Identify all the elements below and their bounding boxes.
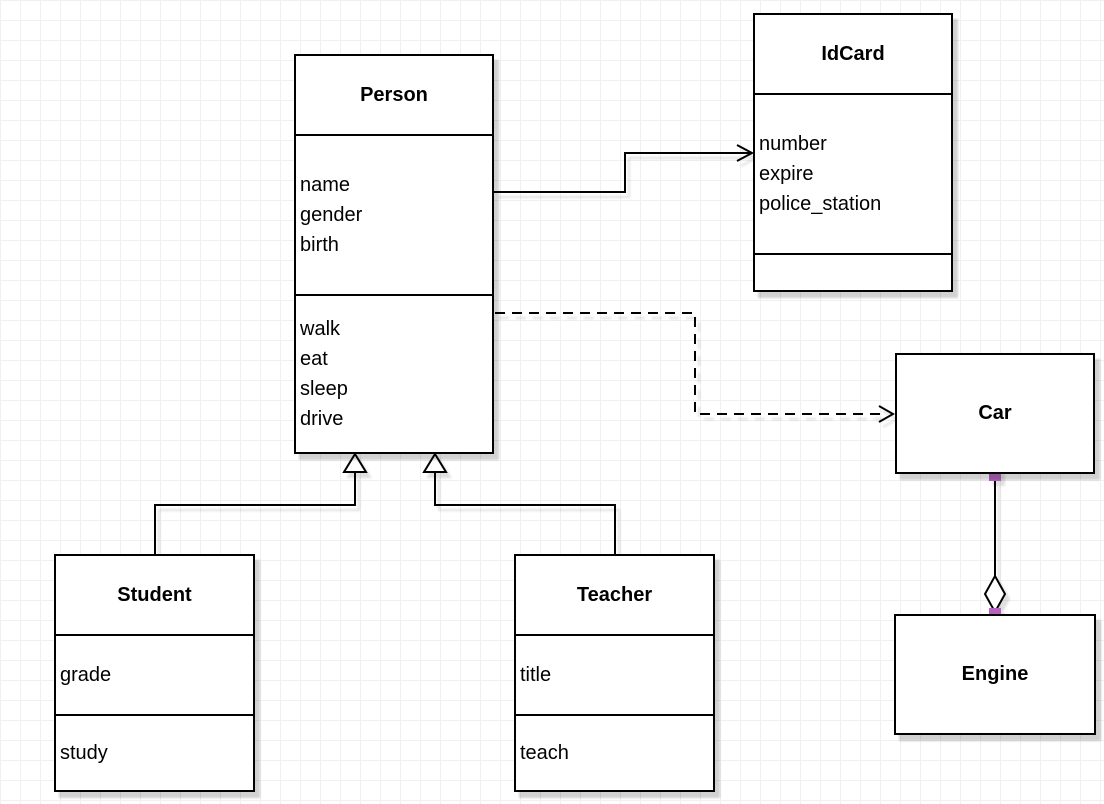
class-idcard[interactable]: IdCard number expire police_station: [753, 13, 953, 292]
class-teacher[interactable]: Teacher title teach: [514, 554, 715, 792]
class-person[interactable]: Person name gender birth walk eat sleep …: [294, 54, 494, 454]
edge-generalization-teacher-person[interactable]: [422, 452, 616, 554]
method: drive: [300, 408, 344, 430]
attribute: birth: [300, 234, 339, 256]
generalization-triangle-icon: [422, 452, 448, 473]
method: teach: [520, 742, 569, 764]
open-arrowhead-icon: [736, 144, 755, 162]
edge-association-person-idcard[interactable]: [494, 144, 755, 193]
class-car[interactable]: Car: [895, 353, 1095, 474]
attribute: title: [520, 664, 552, 686]
attribute: expire: [759, 163, 814, 185]
class-engine[interactable]: Engine: [894, 614, 1096, 735]
method: eat: [300, 348, 328, 370]
attributes-compartment: name gender birth: [296, 134, 492, 294]
class-title: Person: [360, 83, 428, 106]
class-title: Car: [978, 402, 1012, 424]
methods-compartment: study: [56, 714, 253, 790]
attribute: grade: [60, 664, 112, 686]
edge-aggregation-car-engine[interactable]: [983, 469, 1007, 620]
methods-compartment: walk eat sleep drive: [296, 294, 492, 452]
attributes-compartment: title: [516, 634, 713, 714]
class-title: Student: [117, 583, 192, 606]
method: walk: [300, 318, 341, 340]
attribute: gender: [300, 204, 363, 226]
aggregation-diamond-icon: [983, 573, 1007, 615]
method: study: [60, 742, 108, 764]
edge-generalization-student-person[interactable]: [154, 452, 368, 554]
attribute: number: [759, 133, 827, 155]
method: sleep: [300, 378, 348, 400]
generalization-triangle-icon: [342, 452, 368, 473]
attributes-compartment: grade: [56, 634, 253, 714]
methods-compartment: teach: [516, 714, 713, 790]
methods-compartment: [755, 253, 951, 290]
open-arrowhead-icon: [878, 405, 896, 423]
class-title: IdCard: [821, 42, 885, 65]
attribute: name: [300, 174, 351, 196]
edge-dependency-person-car[interactable]: [495, 312, 896, 423]
attribute: police_station: [759, 193, 882, 215]
class-student[interactable]: Student grade study: [54, 554, 255, 792]
class-title: Engine: [961, 663, 1029, 685]
attributes-compartment: number expire police_station: [755, 93, 951, 253]
class-title: Teacher: [576, 583, 653, 606]
